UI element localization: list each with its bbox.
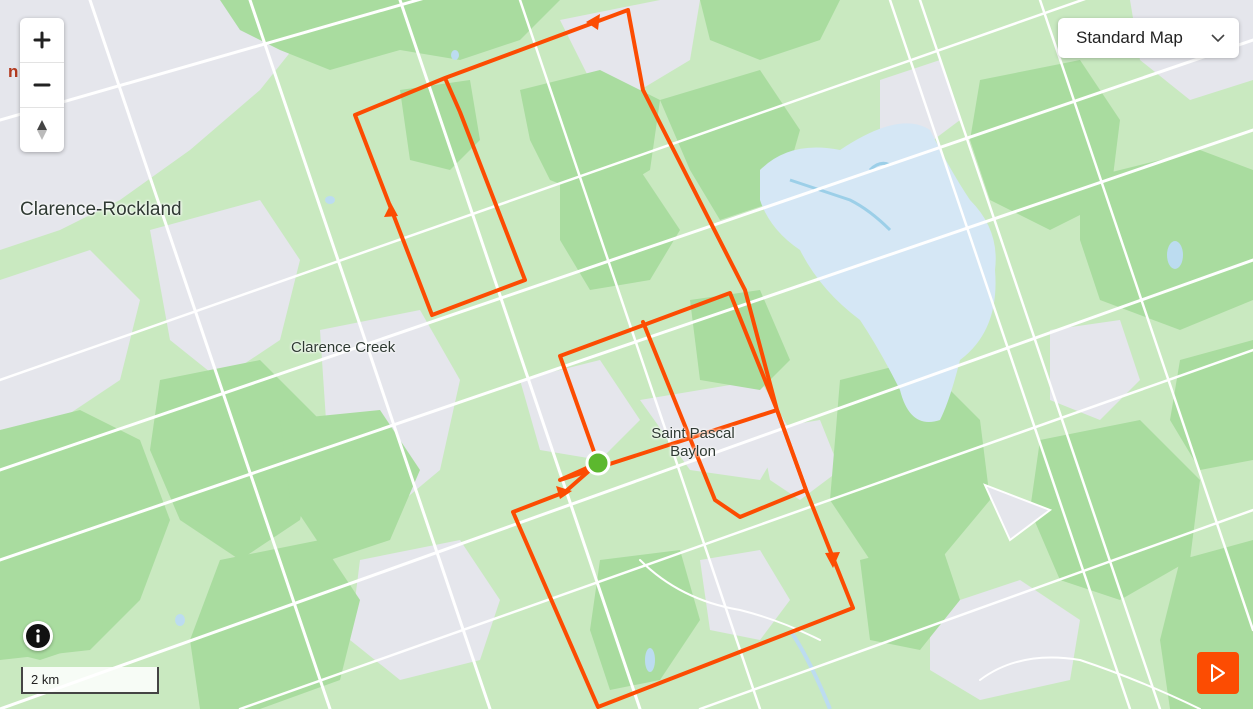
route-arrow [586,14,600,30]
info-icon [26,624,50,648]
creek [788,628,832,709]
edge-label-glyph: n [8,62,19,81]
route-arrow [384,203,398,217]
start-marker[interactable] [585,450,611,476]
place-saint-pascal-baylon: Saint Pascal Baylon [640,425,746,461]
minus-icon [33,83,51,87]
place-clarence-creek: Clarence Creek [291,339,396,356]
scale-label: 2 km [31,672,60,687]
play-icon [1211,664,1225,682]
compass-button[interactable] [20,108,64,152]
map-style-dropdown[interactable]: Standard Map [1058,18,1239,58]
route-arrow [825,552,840,568]
map-scale-bar: 2 km [21,667,159,694]
map-style-label: Standard Map [1076,28,1183,47]
route-line-inner-loop [558,291,808,519]
small-waters [175,50,1183,672]
route-line [353,8,855,709]
place-saint-pascal-line2: Baylon [670,443,716,460]
info-button[interactable] [23,621,53,651]
airfield [983,483,1053,542]
chevron-down-icon [1211,33,1225,42]
place-clarence-rockland: Clarence-Rockland [20,199,182,220]
place-saint-pascal-line1: Saint Pascal [651,425,735,442]
route-arrow [556,486,572,499]
compass-icon [37,120,47,140]
activity-route [353,8,855,709]
zoom-controls [20,18,64,152]
zoom-in-button[interactable] [20,18,64,63]
play-flyover-button[interactable] [1197,652,1239,694]
zoom-out-button[interactable] [20,63,64,108]
lake [760,123,996,423]
plus-icon [33,31,51,49]
